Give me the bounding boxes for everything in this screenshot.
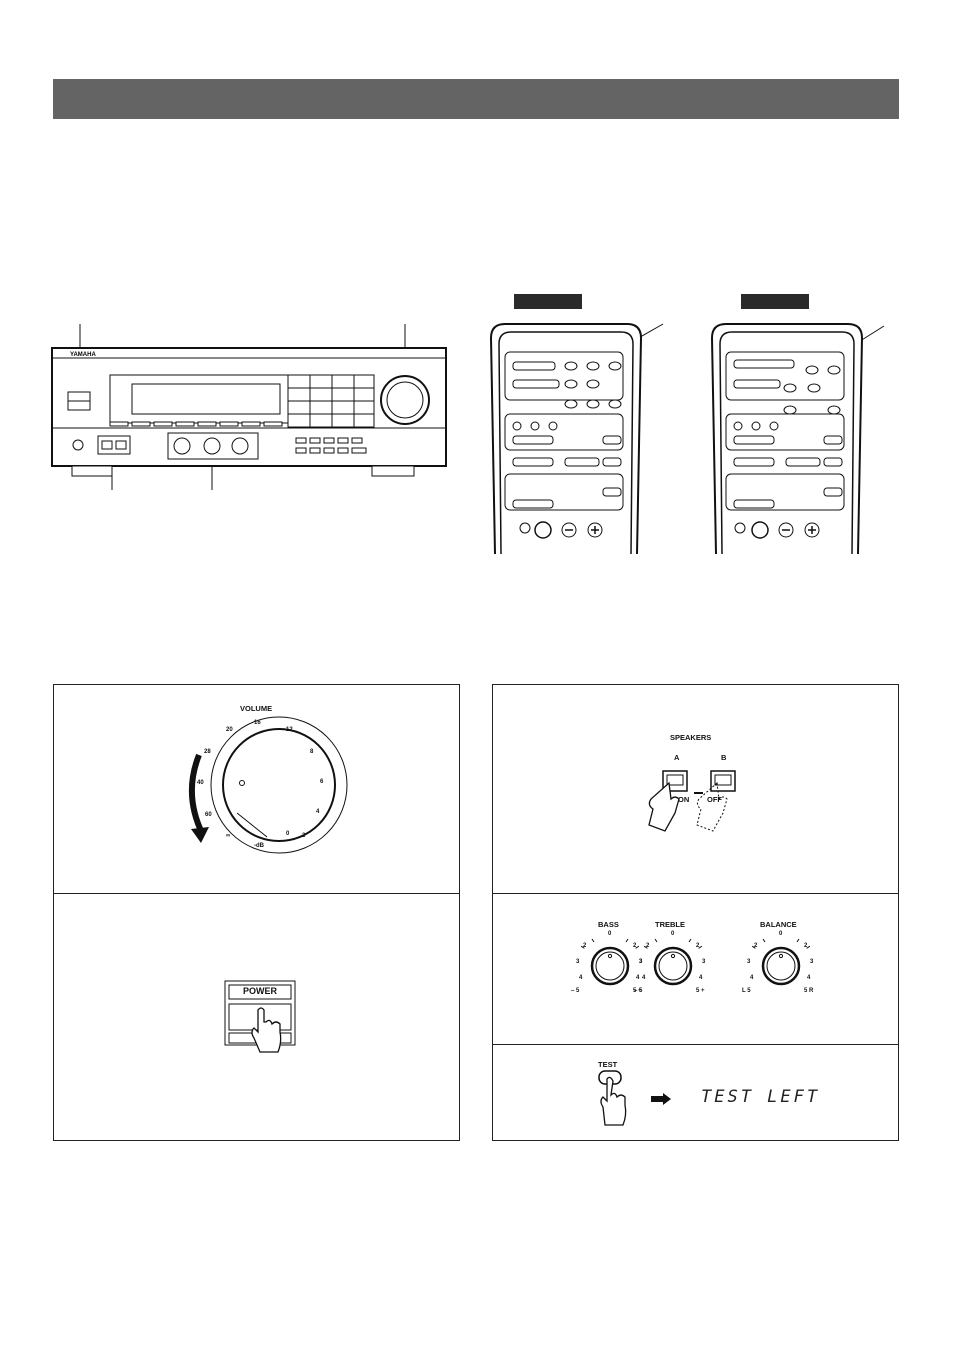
receiver-front-panel: YAMAHA	[51, 324, 447, 490]
tone-knob-scale-right: 4	[636, 975, 640, 981]
tone-knob-scale-right: 5 R	[804, 988, 814, 994]
tone-knob-1[interactable]: BASS 0 2 3 4 – 5 2 3 4 5 +	[565, 920, 655, 1020]
power-button-illustration	[224, 980, 296, 1053]
test-button-label: TEST	[598, 1060, 618, 1069]
power-label: POWER	[242, 986, 277, 996]
panel-power: POWER	[53, 893, 460, 1141]
tone-knob-scale-top: 0	[779, 931, 783, 937]
tone-knob-scale-right: 5 +	[633, 988, 642, 994]
speakers-off-label: OFF	[707, 795, 722, 804]
remote-control-right	[710, 323, 885, 555]
display-readout: TEST LEFT	[701, 1087, 821, 1107]
volume-scale-20: 20	[226, 727, 233, 733]
volume-dial-illustration	[188, 716, 348, 854]
remote-control-left	[489, 323, 664, 555]
tone-knob-scale-right: 3	[639, 959, 643, 965]
tone-knob-scale-top: 0	[671, 931, 675, 937]
tone-knob-dial	[643, 938, 703, 986]
tone-knob-scale-left: 3	[576, 959, 580, 965]
volume-scale-inf: ∞	[226, 833, 231, 839]
tone-knob-label: BASS	[598, 920, 619, 929]
volume-scale-40: 40	[197, 780, 204, 786]
speakers-on-label: ON	[678, 795, 690, 804]
tone-knob-scale-left: 2	[583, 943, 587, 949]
volume-title: VOLUME	[240, 704, 273, 713]
tone-knob-scale-left: 3	[639, 959, 643, 965]
tone-knob-scale-left: 3	[747, 959, 751, 965]
tone-knob-scale-left: 2	[646, 943, 650, 949]
section-header-bar	[53, 79, 899, 119]
panel-volume: VOLUME 16 12 8 6 4 2 0 -dB ∞ 60 40 28 20	[53, 684, 460, 894]
panel-test: TEST TEST LEFT	[492, 1044, 899, 1141]
tone-knob-scale-left: 4	[579, 975, 583, 981]
tone-knob-scale-right: 2	[804, 943, 808, 949]
volume-scale-60: 60	[205, 812, 212, 818]
volume-scale-28: 28	[204, 749, 211, 755]
tone-knob-3[interactable]: BALANCE 0 2 3 4 L 5 2 3 4 5 R	[736, 920, 826, 1020]
speakers-title: SPEAKERS	[670, 733, 712, 742]
tone-knob-scale-right: 2	[696, 943, 700, 949]
volume-scale-db: -dB	[254, 843, 264, 849]
tone-knob-scale-right: 2	[633, 943, 637, 949]
volume-scale-2: 2	[302, 833, 306, 839]
tone-knob-label: BALANCE	[760, 920, 797, 929]
volume-scale-8: 8	[310, 749, 314, 755]
tone-knob-scale-left: – 5	[634, 988, 643, 994]
tone-knob-scale-left: 4	[750, 975, 754, 981]
volume-scale-6: 6	[320, 779, 324, 785]
tone-knob-scale-right: 4	[807, 975, 811, 981]
tone-knob-2[interactable]: TREBLE 0 2 3 4 – 5 2 3 4 5 +	[628, 920, 718, 1020]
speakers-a-label: A	[674, 753, 680, 762]
tone-knob-scale-right: 3	[702, 959, 706, 965]
test-button-illustration	[598, 1070, 627, 1126]
arrow-right-icon	[651, 1093, 671, 1105]
speakers-b-label: B	[721, 753, 727, 762]
tone-knob-scale-left: 4	[642, 975, 646, 981]
volume-scale-0: 0	[286, 831, 290, 837]
tone-knob-dial	[751, 938, 811, 986]
tone-knob-scale-left: 2	[754, 943, 758, 949]
tone-knob-scale-right: 4	[699, 975, 703, 981]
panel-tone-controls: BASS 0 2 3 4 – 5 2 3 4 5 + TREBLE 0 2 3 4 – 5 2 3 4 5 + BALA…	[492, 893, 899, 1045]
tone-knob-label: TREBLE	[655, 920, 685, 929]
remote-right-tab	[741, 294, 809, 309]
speakers-switches-illustration	[648, 770, 736, 832]
volume-scale: 16 12 8 6 4 2 0 -dB ∞ 60 40 28 20	[54, 685, 461, 895]
tone-knob-scale-top: 0	[608, 931, 612, 937]
brand-logo: YAMAHA	[70, 352, 96, 358]
tone-knob-scale-left: L 5	[742, 988, 751, 994]
tone-knob-group: BASS 0 2 3 4 – 5 2 3 4 5 + TREBLE 0 2 3 4 – 5 2 3 4 5 + BALA…	[493, 894, 900, 1046]
tone-knob-scale-right: 3	[810, 959, 814, 965]
remote-left-tab	[514, 294, 582, 309]
tone-knob-dial	[580, 938, 640, 986]
panel-speakers: SPEAKERS A B ON OFF	[492, 684, 899, 894]
tone-knob-scale-left: – 5	[571, 988, 580, 994]
volume-scale-4: 4	[316, 809, 320, 815]
volume-scale-16: 16	[254, 720, 261, 726]
tone-knob-scale-right: 5 +	[696, 988, 705, 994]
volume-scale-12: 12	[286, 727, 293, 733]
